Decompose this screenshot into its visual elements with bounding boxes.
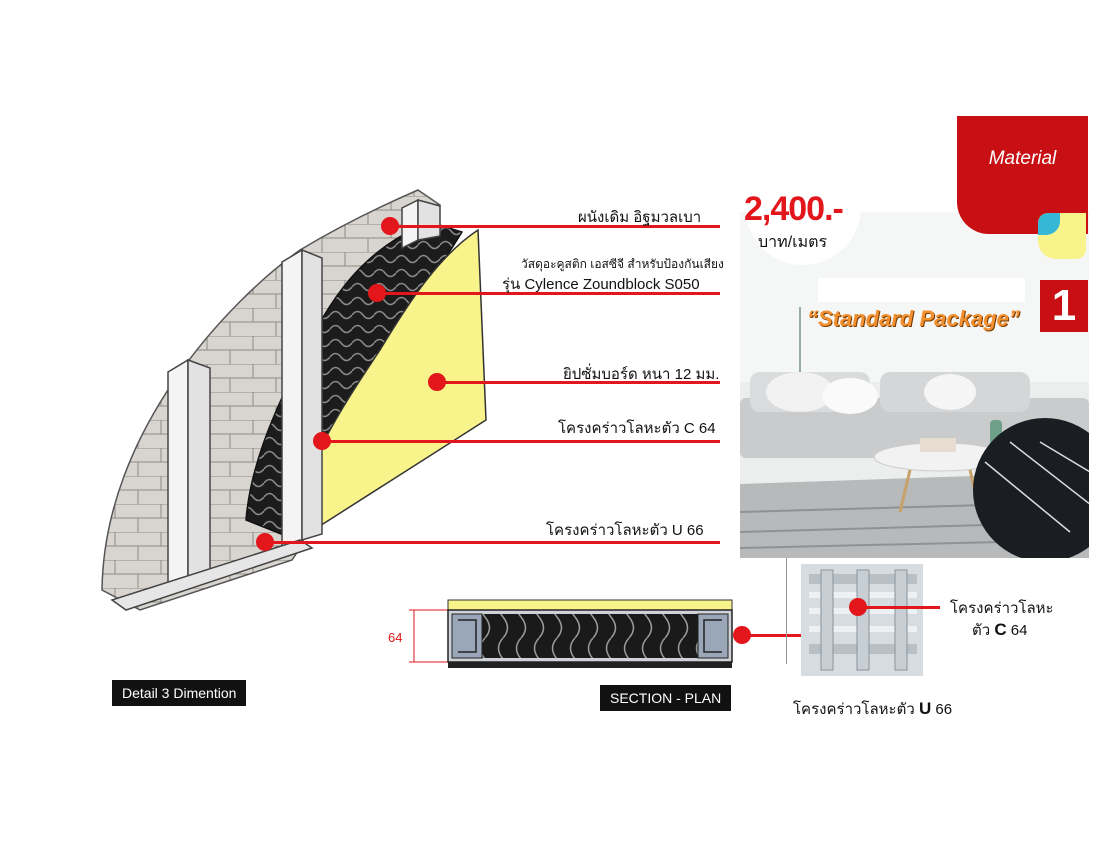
frame-photo bbox=[801, 564, 923, 676]
package-price-unit: บาท/เมตร bbox=[758, 234, 828, 251]
section-stud-right bbox=[697, 613, 729, 659]
price-circle bbox=[745, 165, 861, 265]
frame-u-label-bold: U bbox=[918, 699, 932, 718]
c-frame-label: โครงคร่าวโลหะตัว C 64 bbox=[558, 420, 716, 437]
u-frame-label: โครงคร่าวโลหะตัว U 66 bbox=[546, 522, 704, 539]
metal-frame-photo bbox=[801, 564, 923, 676]
u-frame-callout-line bbox=[265, 541, 720, 544]
wall-callout-dot bbox=[381, 217, 399, 235]
acoustic-callout-dot bbox=[368, 284, 386, 302]
section-callout-dot bbox=[733, 626, 751, 644]
frame-c-label-suffix: 64 bbox=[1006, 622, 1028, 639]
section-plan-drawing bbox=[409, 599, 733, 668]
c-stud-middle bbox=[281, 248, 323, 550]
package-number: 1 bbox=[1040, 280, 1088, 332]
acoustic-callout-line bbox=[377, 292, 720, 295]
package-banner-bar bbox=[818, 278, 1025, 302]
section-callout-line bbox=[742, 634, 804, 637]
section-gypsum bbox=[447, 599, 733, 611]
package-photo bbox=[740, 212, 1089, 558]
acoustic-label-line2: รุ่น Cylence Zoundblock S050 bbox=[502, 276, 700, 293]
wall-callout-line bbox=[390, 225, 720, 228]
package-price: 2,400.- bbox=[744, 190, 844, 228]
frame-c-label-line2: ตัว C 64 bbox=[972, 618, 1027, 642]
living-room-photo bbox=[740, 212, 1089, 558]
frame-u-label-suffix: 66 bbox=[931, 701, 953, 718]
detail-tag: Detail 3 Dimention bbox=[112, 680, 247, 706]
gypsum-label: ยิปซั่มบอร์ด หนา 12 มม. bbox=[563, 366, 720, 383]
section-insulation bbox=[482, 614, 698, 658]
frame-c-label-prefix: ตัว bbox=[972, 622, 995, 639]
frame-c-label-line1: โครงคร่าวโลหะ bbox=[950, 600, 1054, 617]
wall-label: ผนังเดิม อิฐมวลเบา bbox=[578, 209, 702, 226]
acoustic-label-line1: วัสดุอะคูสติก เอสซีจี สำหรับป้องกันเสียง bbox=[521, 257, 724, 271]
section-dimension-label: 64 bbox=[388, 630, 403, 645]
c-frame-callout-dot bbox=[313, 432, 331, 450]
frame-photo-divider bbox=[786, 558, 787, 664]
frame-c-callout-dot bbox=[849, 598, 867, 616]
package-title: “Standard Package” bbox=[807, 306, 1020, 331]
frame-c-label-bold: C bbox=[994, 620, 1007, 639]
c-stud-left bbox=[167, 358, 211, 592]
gypsum-callout-dot bbox=[428, 373, 446, 391]
frame-u-label-prefix: โครงคร่าวโลหะตัว bbox=[793, 701, 919, 718]
frame-c-callout-line bbox=[860, 606, 940, 609]
section-stud-left bbox=[451, 613, 483, 659]
gypsum-callout-line bbox=[437, 381, 720, 384]
frame-u-label: โครงคร่าวโลหะตัว U 66 bbox=[793, 697, 952, 721]
u-track bbox=[110, 539, 314, 611]
section-tag: SECTION - PLAN bbox=[600, 685, 732, 711]
c-frame-callout-line bbox=[322, 440, 720, 443]
decor-badge bbox=[1038, 213, 1086, 259]
u-frame-callout-dot bbox=[256, 533, 274, 551]
